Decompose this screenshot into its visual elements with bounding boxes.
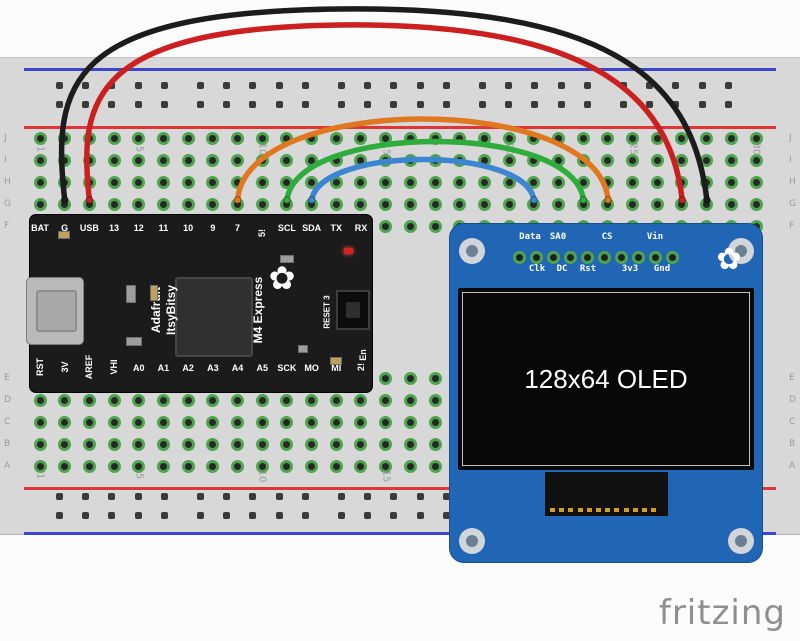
- power-rail-line-blue-top: [24, 68, 776, 71]
- gold-pad: [596, 508, 601, 512]
- gold-pad: [651, 508, 657, 512]
- adafruit-flower-icon: ✿: [716, 242, 742, 277]
- gold-pad: [568, 508, 574, 512]
- mcu-pin-label-rst: RST: [35, 358, 45, 376]
- mcu-pin-label-13: 13: [109, 223, 120, 233]
- micro-usb-connector: [26, 277, 84, 345]
- oled-pin-hole: [631, 250, 645, 264]
- mcu-pin-label-rx: RX: [354, 223, 368, 233]
- oled-pin-label-rst: Rst: [579, 264, 597, 274]
- status-led: [344, 248, 353, 254]
- adafruit-flower-icon: ✿: [268, 259, 296, 297]
- oled-pin-hole: [648, 250, 662, 264]
- smd-component: [280, 255, 294, 263]
- oled-pin-label-gnd: Gnd: [653, 264, 671, 274]
- oled-pin-label-dc: DC: [556, 264, 568, 274]
- mcu-pin-label-aref: AREF: [84, 354, 95, 380]
- smd-component: [126, 285, 136, 303]
- mounting-hole: [459, 528, 485, 554]
- oled-screen-frame: [462, 292, 750, 466]
- reset-silkscreen-label: RESET 3: [322, 295, 332, 329]
- mounting-hole: [459, 238, 485, 264]
- oled-pin-hole: [597, 250, 611, 264]
- mcu-pin-label-usb: USB: [79, 223, 99, 233]
- mcu-pin-label-3v: 3V: [59, 361, 70, 373]
- gold-pad: [614, 508, 620, 512]
- mcu-pin-label-5: 5!: [257, 228, 268, 238]
- mcu-pin-label-11: 11: [158, 223, 169, 233]
- mcu-pin-label-a2: A2: [182, 363, 194, 373]
- itsybitsy-board: ✿ Adafruit ItsyBitsy M4 Express RESET 3 …: [26, 215, 372, 392]
- fritzing-logo: fritzing: [658, 593, 786, 633]
- mcu-pin-label-bat: BAT: [31, 223, 49, 233]
- gold-pad: [642, 508, 647, 512]
- smd-component: [150, 285, 158, 301]
- mcu-pin-label-12: 12: [133, 223, 144, 233]
- oled-pin-hole: [512, 250, 526, 264]
- mcu-pin-label-scl: SCL: [277, 223, 296, 233]
- smd-component: [298, 345, 308, 353]
- gold-pad: [623, 508, 629, 512]
- oled-pin-hole: [546, 250, 560, 264]
- mcu-pin-label-9: 9: [210, 223, 216, 233]
- mcu-pin-label-mi: MI: [331, 363, 342, 373]
- variant-label: M4 Express: [251, 276, 265, 344]
- smd-component: [330, 357, 342, 365]
- power-rail-line-red-bottom: [24, 487, 776, 490]
- mcu-pin-label-a5: A5: [256, 363, 268, 373]
- enable-pin-label: En: [358, 349, 368, 361]
- gold-pad: [577, 508, 583, 512]
- smd-component: [58, 231, 70, 239]
- gold-pad: [559, 508, 565, 512]
- gold-pad: [586, 508, 592, 512]
- m4-processor-chip: [175, 277, 253, 357]
- oled-pin-label-sa0: SA0: [549, 232, 567, 242]
- oled-pin-label-clk: Clk: [528, 264, 546, 274]
- oled-pin-label-3v3: 3v3: [621, 264, 639, 274]
- oled-pin-label-vin: Vin: [646, 232, 664, 242]
- mcu-pin-label-7: 7: [235, 223, 241, 233]
- mcu-pin-label-a4: A4: [231, 363, 244, 373]
- power-rail-line-blue-bottom: [24, 532, 776, 535]
- gold-pad: [550, 508, 555, 512]
- mcu-pin-label-10: 10: [183, 223, 194, 233]
- oled-pin-hole: [563, 250, 577, 264]
- mcu-pin-label-a3: A3: [207, 363, 219, 373]
- oled-screen: 128x64 OLED: [458, 288, 754, 470]
- reset-push-button: [336, 290, 370, 330]
- oled-pin-label-cs: CS: [601, 232, 613, 242]
- gold-pad: [605, 508, 611, 512]
- mcu-pin-label-mo: MO: [304, 363, 319, 373]
- gold-pad: [632, 508, 638, 512]
- mcu-pin-label-sck: SCK: [277, 363, 297, 373]
- mcu-pin-label-a0: A0: [132, 363, 145, 373]
- mcu-pin-label-a1: A1: [157, 363, 170, 373]
- oled-pin-hole: [580, 250, 594, 264]
- oled-pin-hole: [529, 250, 543, 264]
- model-label: ItsyBitsy: [164, 284, 178, 336]
- power-rail-line-red-top: [24, 126, 776, 129]
- oled-pin-label-data: Data: [519, 232, 541, 242]
- oled-pin-hole: [614, 250, 628, 264]
- oled-pin-hole: [665, 250, 679, 264]
- mounting-hole: [728, 528, 754, 554]
- mcu-pin-label-tx: TX: [330, 223, 343, 233]
- mcu-pin-label-2: 2!: [355, 362, 366, 372]
- smd-component: [126, 337, 142, 346]
- mcu-pin-label-vhi: VHI: [109, 359, 120, 375]
- mounting-hole: [728, 238, 754, 264]
- mcu-pin-label-sda: SDA: [302, 223, 322, 233]
